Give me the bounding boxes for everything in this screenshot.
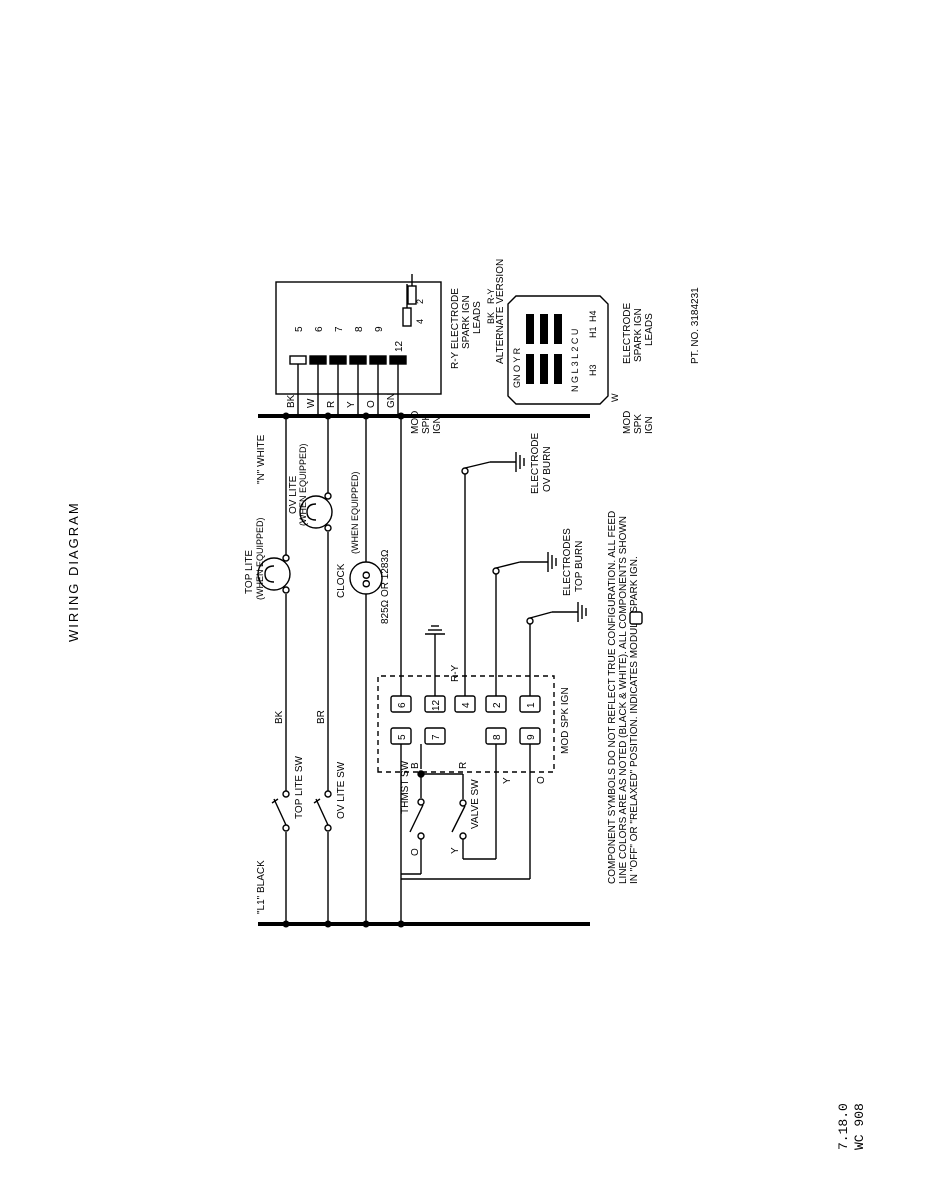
svg-text:12: 12 bbox=[431, 699, 442, 711]
alternate-mod-label: MODSPKIGN bbox=[622, 411, 655, 434]
alternate-label-h4: H4 bbox=[588, 310, 598, 322]
top-burn-label: ELECTRODESTOP BURN bbox=[562, 528, 585, 596]
connector-pin-12: 12 bbox=[394, 340, 405, 352]
diagram-note: COMPONENT SYMBOLS DO NOT REFLECT TRUE CO… bbox=[607, 508, 640, 884]
y-wire-label: Y bbox=[450, 847, 461, 854]
connector-lead-pin-4: 4 bbox=[415, 319, 425, 324]
valve-switch bbox=[421, 744, 497, 860]
connector-pin-8: 8 bbox=[354, 326, 365, 332]
alternate-top-letters: GN O Y R bbox=[512, 347, 522, 388]
connector-lead-pin-2: 2 bbox=[415, 299, 425, 304]
r-wire-label: R bbox=[458, 762, 469, 769]
connector-leads-label: R-Y ELECTRODESPARK IGNLEADS bbox=[450, 288, 483, 369]
svg-text:9: 9 bbox=[526, 734, 537, 740]
ov-lite-note: (WHEN EQUIPPED) bbox=[298, 443, 308, 526]
module-terminal-12: 12 bbox=[424, 695, 446, 713]
svg-text:5: 5 bbox=[397, 734, 408, 740]
module-terminal-5: 5 bbox=[390, 727, 412, 745]
svg-text:2: 2 bbox=[492, 702, 503, 708]
ov-lite-circuit bbox=[299, 416, 333, 924]
alternate-bottom-letters: N G L 3 L 2 C U bbox=[570, 329, 580, 392]
connector-wire-gn: GN bbox=[386, 393, 397, 408]
clock-symbol: OO bbox=[361, 570, 373, 588]
l1-label: "L1" BLACK bbox=[256, 860, 267, 914]
connector-wire-w: W bbox=[306, 398, 317, 408]
module-terminal-7: 7 bbox=[424, 727, 446, 745]
module-terminal-2: 2 bbox=[485, 695, 507, 713]
module-ground bbox=[425, 625, 445, 696]
ov-lite-label: OV LITE bbox=[288, 475, 299, 514]
alternate-label-h3: H3 bbox=[588, 364, 598, 376]
clock-label: CLOCK bbox=[336, 563, 347, 598]
part-number: PT. NO. 3184231 bbox=[690, 287, 701, 364]
b-wire-label: B bbox=[410, 762, 421, 769]
alternate-leads-label: ELECTRODESPARK IGNLEADS bbox=[622, 303, 655, 364]
top-burn-electrode-2 bbox=[526, 602, 587, 696]
connector-wire-bk: BK bbox=[286, 394, 297, 408]
thermostat-switch-label: THMST SW bbox=[400, 760, 411, 814]
ov-lite-switch-label: OV LITE SW bbox=[336, 761, 347, 819]
module-label: MOD SPK IGN bbox=[560, 687, 571, 754]
alternate-pins bbox=[526, 314, 562, 384]
svg-text:4: 4 bbox=[461, 702, 472, 708]
top-lite-label: TOP LITE bbox=[244, 550, 255, 594]
module-terminal-9: 9 bbox=[519, 727, 541, 745]
n-label: "N" WHITE bbox=[256, 434, 267, 484]
r-y-wire-label: R-Y bbox=[450, 664, 461, 682]
clock-circuit bbox=[349, 416, 383, 924]
alternate-connector bbox=[507, 295, 609, 405]
ov-burn-label: ELECTRODEOV BURN bbox=[530, 433, 553, 494]
top-lite-lamp-icon bbox=[257, 557, 291, 591]
connector-pin-5: 5 bbox=[294, 326, 305, 332]
clock-note: (WHEN EQUIPPED) bbox=[350, 471, 360, 554]
connector-pins bbox=[289, 355, 407, 416]
clock-resistance: 825Ω OR 1283Ω bbox=[380, 549, 391, 624]
o-wire-label: O bbox=[410, 848, 421, 856]
thermostat-switch bbox=[401, 744, 425, 875]
alternate-title: ALTERNATE VERSION bbox=[495, 259, 506, 364]
svg-text:6: 6 bbox=[397, 702, 408, 708]
connector-wire-y: Y bbox=[346, 401, 357, 408]
connector-pin-9: 9 bbox=[374, 326, 385, 332]
connector-mod-label: MODSPKIGN bbox=[410, 411, 443, 434]
ov-burn-electrode bbox=[461, 452, 525, 696]
svg-text:1: 1 bbox=[526, 702, 537, 708]
top-lite-circuit bbox=[257, 416, 291, 924]
module-terminal-4: 4 bbox=[454, 695, 476, 713]
top-lite-switch-label: TOP LITE SW bbox=[294, 755, 305, 819]
connector-wire-o: O bbox=[366, 400, 377, 408]
module-terminal-6: 6 bbox=[390, 695, 412, 713]
connector-pin-6: 6 bbox=[314, 326, 325, 332]
module-terminal-8: 8 bbox=[485, 727, 507, 745]
ov-lite-lamp-icon bbox=[299, 495, 333, 529]
y-wire-label-2: Y bbox=[502, 777, 513, 784]
valve-switch-label: VALVE SW bbox=[470, 779, 481, 829]
alternate-label-h1: H1 bbox=[588, 326, 598, 338]
svg-text:7: 7 bbox=[431, 734, 442, 740]
alternate-label-r-y: R-Y bbox=[486, 289, 496, 305]
connector-pin-7: 7 bbox=[334, 326, 345, 332]
bk-wire-label: BK bbox=[274, 710, 285, 724]
module-box bbox=[377, 675, 555, 773]
connector-wire-r: R bbox=[326, 401, 337, 408]
module-terminals: 5 7 8 9 6 12 4 2 1 bbox=[390, 695, 541, 745]
alternate-label-w: W bbox=[610, 393, 620, 402]
top-lite-note: (WHEN EQUIPPED) bbox=[255, 517, 265, 600]
top-burn-electrode bbox=[492, 552, 557, 696]
o-wire-label-2: O bbox=[536, 776, 547, 784]
br-wire-label: BR bbox=[316, 710, 327, 724]
module-spark-ign-symbol bbox=[629, 611, 643, 625]
connector-leads bbox=[402, 274, 417, 327]
svg-text:8: 8 bbox=[492, 734, 503, 740]
module-terminal-1: 1 bbox=[519, 695, 541, 713]
alternate-label-bk: BK bbox=[486, 312, 496, 324]
